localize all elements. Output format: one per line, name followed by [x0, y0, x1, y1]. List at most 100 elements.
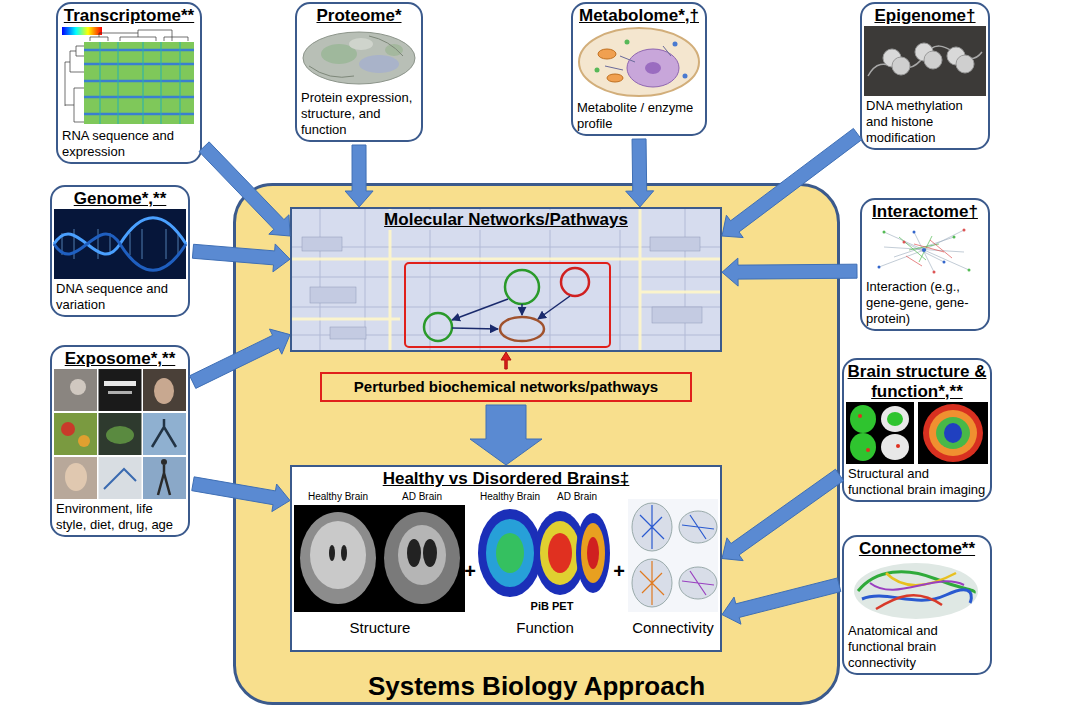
picture-slot	[60, 26, 198, 126]
network-picture	[906, 240, 952, 266]
brain-imaging-picture	[846, 402, 914, 464]
exposure-photos	[65, 463, 87, 491]
omics-box-outline	[861, 3, 989, 149]
label-slot: +	[613, 559, 625, 583]
brain-comparison-pictures	[341, 545, 347, 561]
omics-box: Epigenome†DNA methylation and histone mo…	[860, 2, 990, 150]
omics-box-outline	[296, 3, 422, 141]
label-slot: PiB PET	[531, 600, 574, 613]
plus-sign: +	[613, 559, 625, 583]
panel-heading: Healthy vs Disordered Brains‡	[290, 469, 722, 489]
box-description: Interaction (e.g., gene-gene, gene-prote…	[864, 277, 986, 327]
brain-comparison-pictures	[548, 533, 572, 573]
brain-imaging-picture	[881, 406, 909, 432]
network-picture	[883, 231, 886, 234]
box-heading: Brain structure & function*,**	[846, 362, 988, 402]
brain-imaging-picture	[881, 434, 909, 460]
box-description: Protein expression, structure, and funct…	[299, 88, 419, 138]
imaging-box: Brain structure & function*,**Structural…	[842, 358, 992, 502]
brain-imaging-picture	[923, 404, 983, 462]
brain-comparison-pictures	[632, 559, 672, 607]
exposure-photos	[61, 422, 75, 436]
heatmap-picture	[65, 46, 84, 122]
image-label: Healthy Brain	[480, 491, 540, 503]
omics-box: Genome*,**DNA sequence and variation	[50, 185, 190, 317]
brain-imaging-picture	[929, 410, 977, 456]
cell-picture	[598, 49, 616, 59]
image-label: Healthy Brain	[308, 491, 368, 503]
omics-box: Transcriptome** RNA sequence and expressi…	[56, 2, 202, 164]
brain-comparison-pictures	[398, 525, 446, 585]
protein-picture	[309, 36, 403, 77]
pathway-panel: Molecular Networks/Pathways	[290, 207, 722, 352]
dna-picture	[54, 209, 186, 279]
flow-arrow	[470, 405, 542, 465]
pathway-map	[292, 209, 720, 350]
omics-box: Interactome†Interaction (e.g., gene-gene…	[860, 198, 990, 331]
omics-box: Proteome*Protein expression, structure, …	[295, 2, 423, 142]
dna-picture	[54, 234, 186, 270]
brain-comparison-pictures	[300, 512, 376, 604]
column-label: Connectivity	[632, 619, 714, 637]
cell-picture	[579, 28, 699, 96]
flow-arrow	[626, 139, 654, 207]
flow-arrow	[722, 469, 844, 560]
chromatin-picture	[864, 26, 986, 96]
box-heading: Metabolome*,†	[575, 6, 703, 26]
network-picture	[903, 241, 906, 244]
image-label: AD Brain	[557, 491, 597, 503]
cell-picture	[627, 49, 679, 87]
image-label: PiB PET	[531, 600, 574, 613]
flow-arrow	[192, 244, 290, 272]
picture-slot	[864, 222, 986, 277]
label-slot: AD Brain	[402, 491, 442, 503]
box-description: RNA sequence and expression	[60, 126, 198, 160]
heatmap-picture	[100, 42, 180, 124]
perturbation-box-outline	[321, 373, 691, 401]
picture-slot	[299, 26, 419, 88]
omics-box-outline	[57, 3, 201, 163]
heatmap-picture	[62, 27, 102, 35]
brain-imaging-picture	[918, 402, 988, 464]
label-slot: Healthy Brain	[480, 491, 540, 503]
pathway-map	[500, 317, 544, 341]
network-picture	[968, 269, 971, 272]
imaging-box-outline	[843, 359, 991, 501]
brain-comparison-pictures	[576, 513, 610, 593]
picture-slot	[575, 26, 703, 98]
network-picture	[963, 229, 966, 232]
flow-arrow	[501, 352, 511, 369]
box-heading: Exposome*,**	[54, 349, 186, 369]
brain-comparison-pictures	[640, 505, 664, 549]
box-description: Environment, life style, diet, drug, age	[54, 499, 186, 533]
dna-picture	[54, 218, 186, 254]
box-label: Perturbed biochemical networks/pathways	[354, 378, 658, 396]
cell-picture	[595, 68, 600, 73]
exposure-photos	[108, 391, 132, 394]
exposure-photos	[161, 459, 167, 465]
brain-comparison-pictures	[384, 512, 460, 604]
exposure-photos	[143, 457, 186, 499]
brain-imaging-picture	[936, 417, 970, 449]
pathway-map	[452, 299, 508, 320]
cell-picture	[645, 62, 661, 74]
pathway-map	[424, 313, 452, 341]
protein-picture	[303, 32, 415, 84]
brain-comparison-pictures	[478, 509, 542, 597]
picture-slot	[54, 209, 186, 279]
omics-box-outline	[51, 346, 189, 536]
brain-comparison-pictures	[496, 533, 524, 573]
brain-imaging-picture	[846, 402, 988, 464]
brain-comparison-pictures	[294, 499, 718, 612]
network-picture	[879, 230, 969, 272]
exposure-photos	[104, 469, 136, 489]
brain-imaging-picture	[866, 448, 870, 452]
brain-comparison-pictures	[679, 567, 717, 599]
pathway-map	[310, 287, 356, 303]
heatmap-picture	[84, 42, 194, 124]
box-heading: Transcriptome**	[60, 6, 198, 26]
exposure-photos	[99, 413, 142, 455]
chromatin-picture	[956, 55, 974, 73]
brain-comparison-panel-outline	[291, 466, 721, 651]
